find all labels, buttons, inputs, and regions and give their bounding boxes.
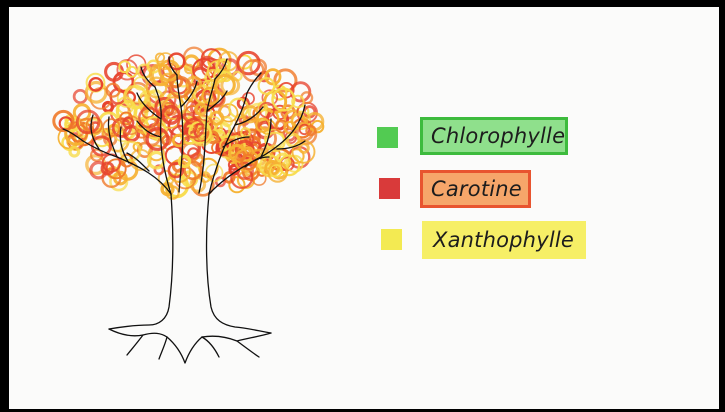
tree-foliage [54,48,324,199]
xanthophylle-label: Xanthophylle [433,228,574,252]
chlorophylle-label: Chlorophylle [431,124,565,148]
xanthophylle-swatch [381,229,402,250]
chlorophylle-swatch [377,127,398,148]
autumn-tree-icon [9,7,719,409]
chlorophylle-card: Chlorophylle [420,117,568,155]
foliage-scribble [70,147,79,156]
carotine-swatch [379,178,400,199]
whiteboard: Chlorophylle Carotine Xanthophylle [9,7,719,409]
foliage-scribble [74,90,86,102]
carotine-label: Carotine [431,177,522,201]
xanthophylle-card: Xanthophylle [422,221,586,259]
carotine-card: Carotine [420,170,531,208]
foliage-scribble [54,111,73,130]
